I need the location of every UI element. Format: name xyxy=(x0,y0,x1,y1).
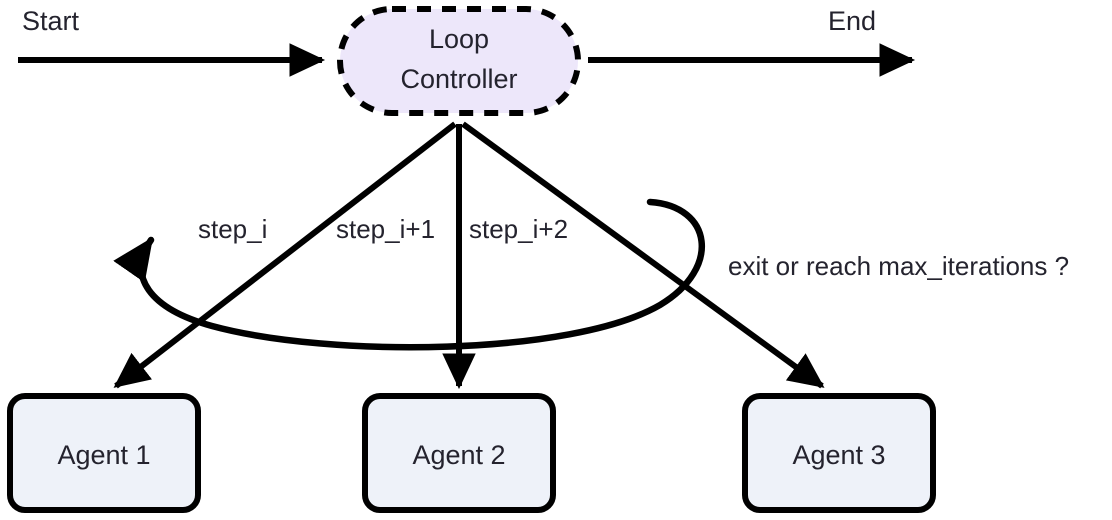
agent-2-node[interactable] xyxy=(362,393,556,513)
edge-loopback-curve xyxy=(113,198,706,351)
agent-1-label: Agent 1 xyxy=(57,440,150,470)
edge-step-i-arrow xyxy=(113,121,457,389)
start-label: Start xyxy=(22,6,80,36)
agent-3-label: Agent 3 xyxy=(792,440,885,470)
edge-loopback-label: exit or reach max_iterations ? xyxy=(728,251,1069,281)
edge-step-i2-label: step_i+2 xyxy=(469,214,568,244)
agent-2-label: Agent 2 xyxy=(412,440,505,470)
loop-controller-label-line1: Loop xyxy=(429,24,489,54)
agent-1-node[interactable] xyxy=(7,393,201,513)
edge-step-i1-label: step_i+1 xyxy=(336,214,435,244)
loop-controller-node[interactable] xyxy=(337,6,581,116)
loop-controller-label-line2: Controller xyxy=(400,64,517,94)
agent-3-node[interactable] xyxy=(742,393,936,513)
end-label: End xyxy=(828,6,876,36)
edge-step-i2-arrow xyxy=(461,121,825,389)
edge-step-i-label: step_i xyxy=(198,214,267,244)
